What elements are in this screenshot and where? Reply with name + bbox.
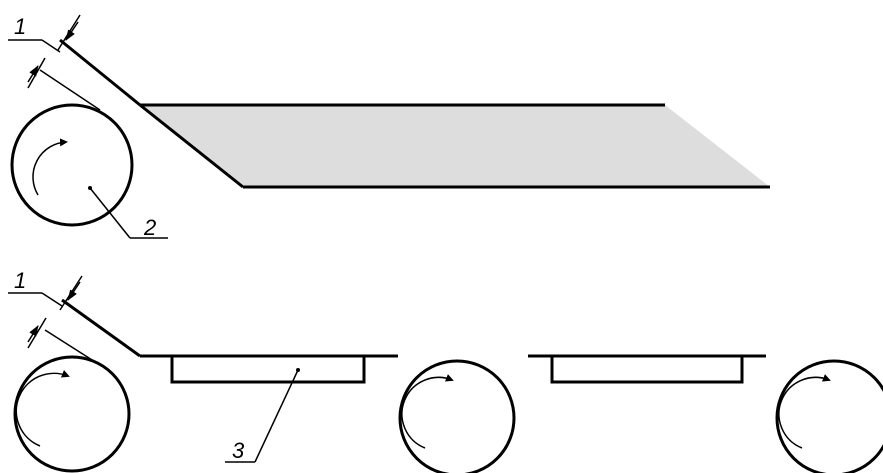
leader-line-2 — [89, 187, 131, 239]
bottom-roller-3-rotation-arrow-icon — [778, 374, 831, 449]
bottom-roller-2 — [398, 359, 516, 473]
label-1-top: 1 — [14, 14, 26, 39]
label-1-bottom: 1 — [14, 268, 26, 293]
bottom-dimension-tick-lower — [27, 317, 47, 349]
bottom-roller-1-rotation-arrow-icon — [15, 370, 70, 447]
bottom-film-upper-line — [61, 298, 141, 358]
bottom-dimension-arrow-lower — [27, 325, 39, 343]
dimension-arrow-lower — [27, 65, 39, 83]
dimension-arrow-upper — [65, 21, 79, 41]
film-diagonal-edge — [139, 103, 244, 189]
bottom-roller-1 — [13, 355, 131, 473]
roller-circle — [10, 103, 134, 227]
bottom-dimension-arrow-upper — [67, 281, 81, 301]
film-lower-line — [39, 69, 101, 111]
support-plate-1 — [170, 354, 366, 384]
dimension-tick-upper — [57, 14, 81, 51]
label-3: 3 — [232, 438, 245, 463]
leader-line-1-bottom-diag — [41, 292, 63, 307]
bottom-roller-3 — [775, 359, 883, 473]
support-plate-2 — [550, 354, 744, 384]
film-upper-line — [59, 38, 141, 107]
label-2: 2 — [143, 215, 156, 240]
rotation-arrow-icon — [32, 138, 68, 196]
dimension-tick-lower — [27, 57, 46, 89]
top-section: 1 2 — [8, 14, 770, 240]
bottom-roller-2-rotation-arrow-icon — [401, 374, 454, 449]
bottom-section: 1 3 — [8, 268, 883, 473]
leader-line-3 — [254, 369, 299, 463]
shaded-film-area — [140, 105, 770, 187]
leader-line-1-top-diag — [41, 39, 61, 53]
